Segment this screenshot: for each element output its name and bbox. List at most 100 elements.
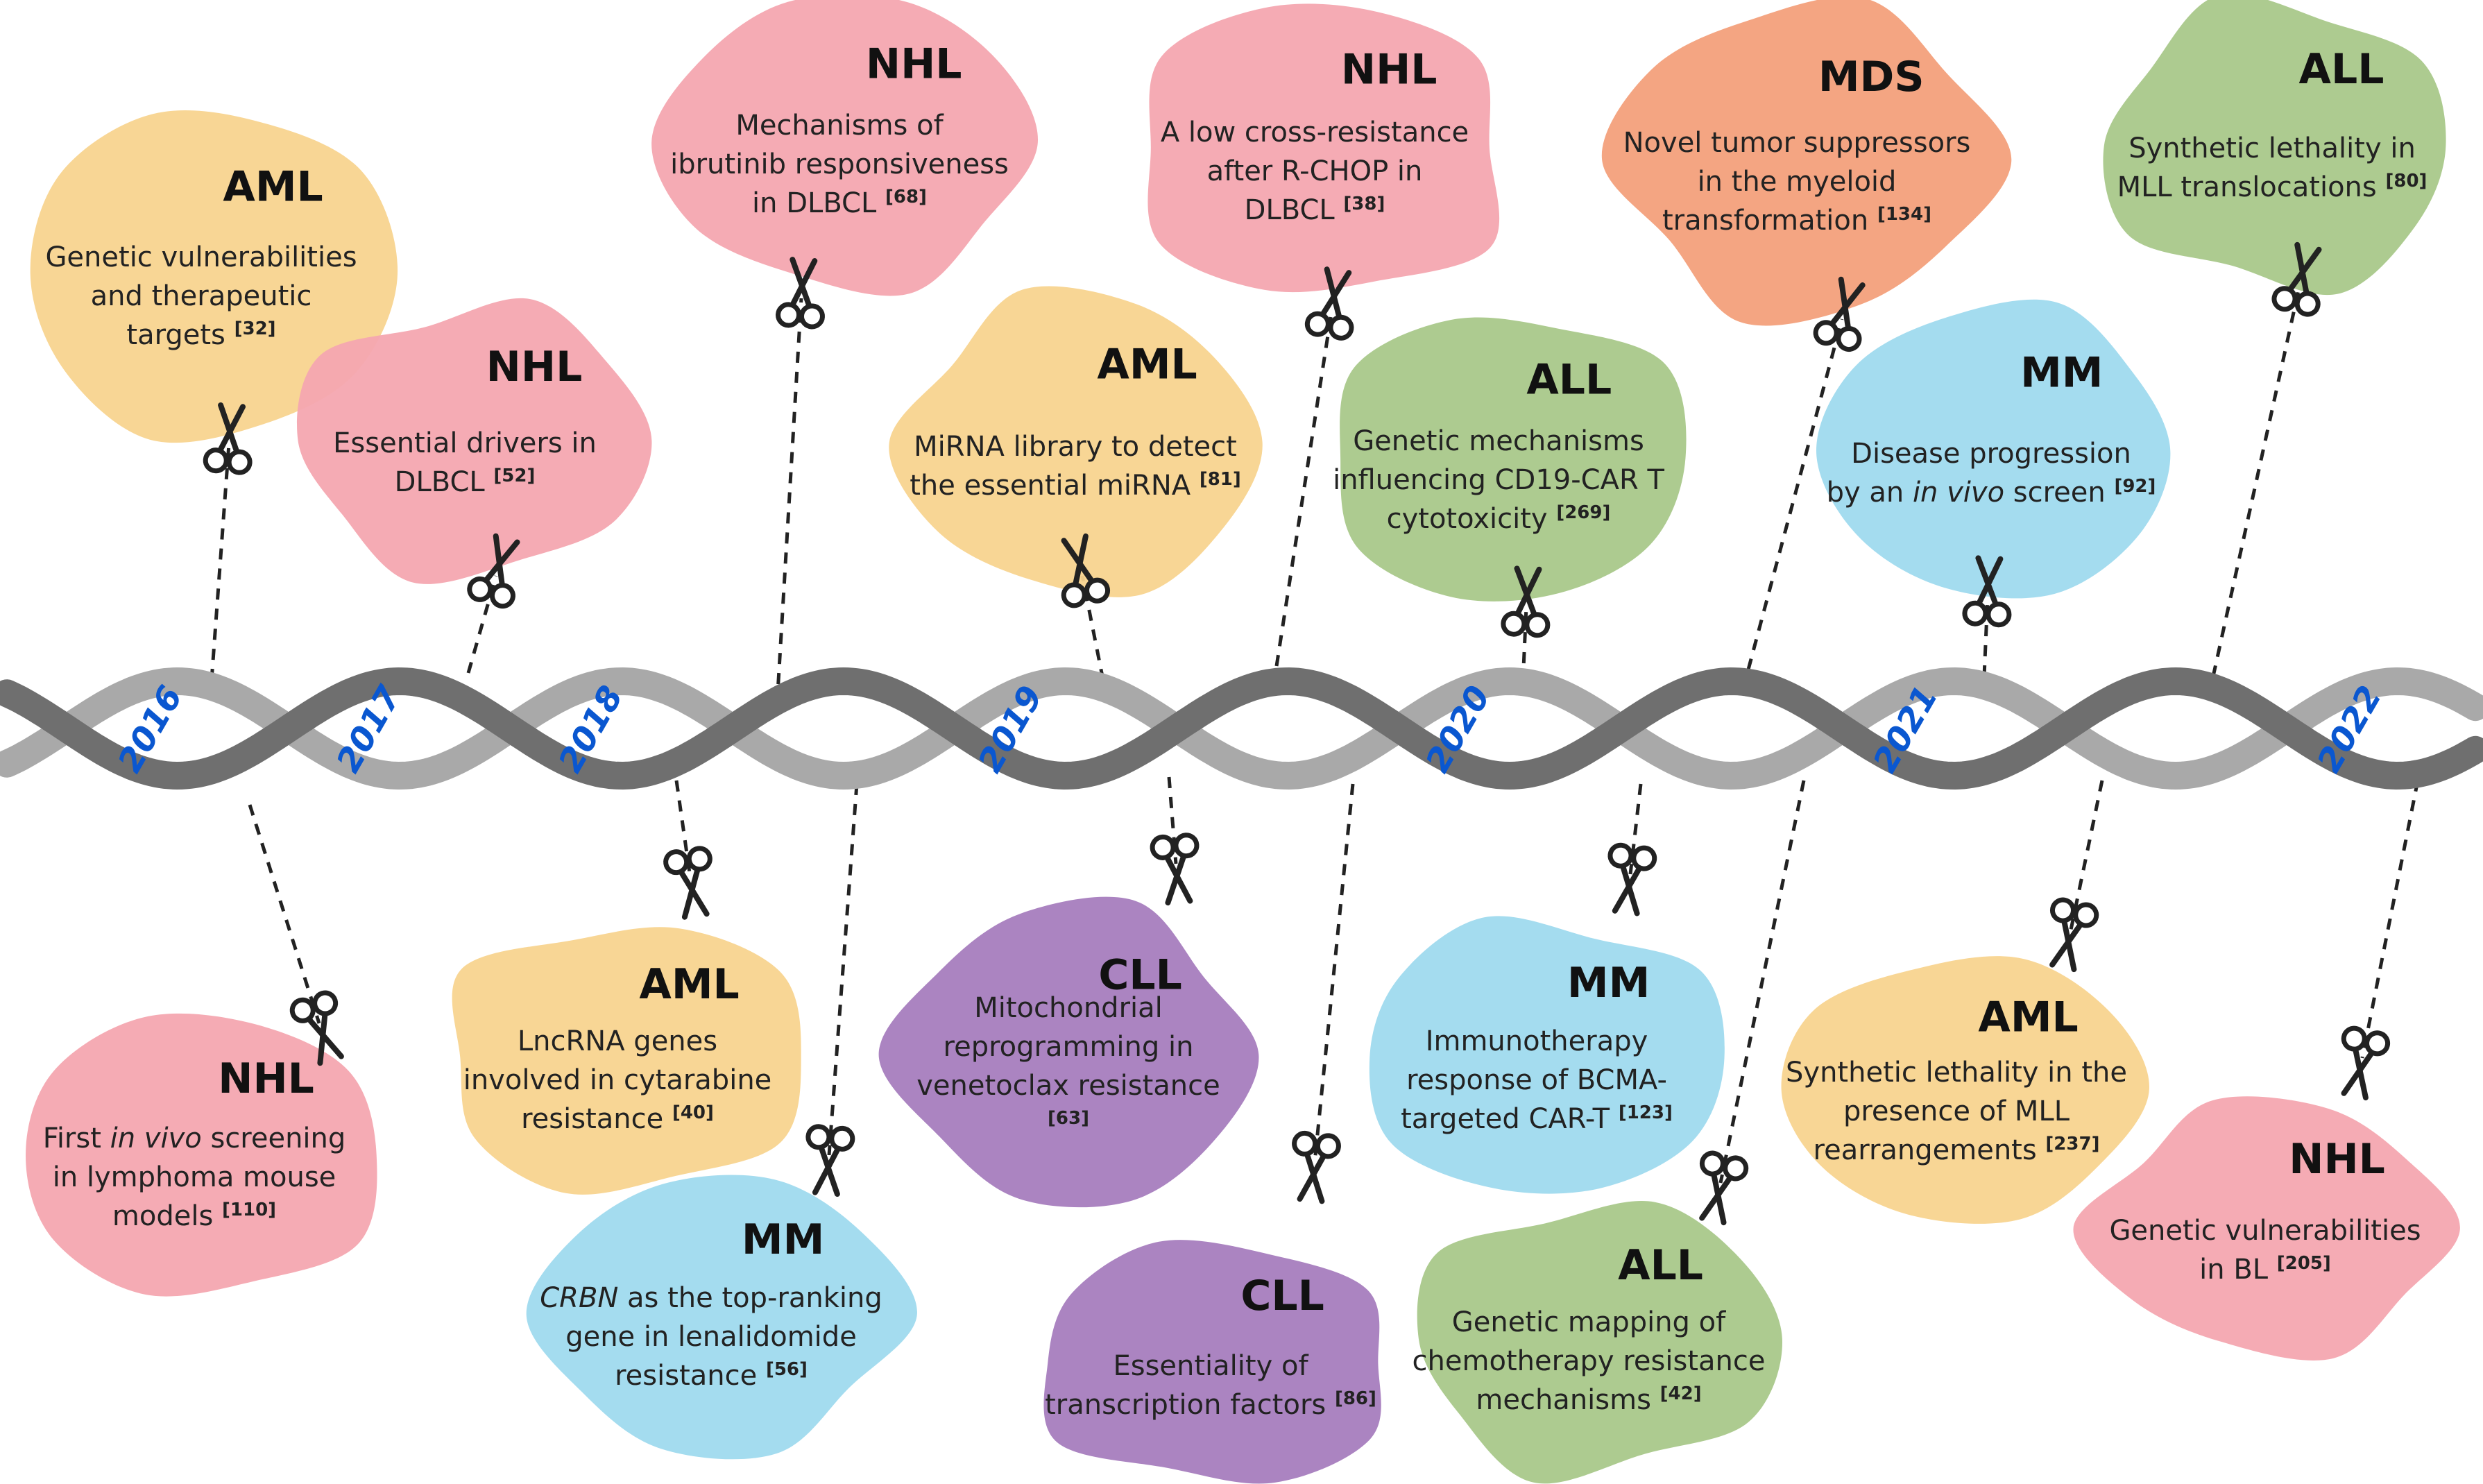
- card-nhl-2022: NHL Genetic vulnerabilities in BL [205]: [2073, 1025, 2460, 1361]
- card-disease-label: NHL: [2289, 1135, 2385, 1184]
- card-disease-label: AML: [223, 162, 323, 211]
- card-text-line: rearrangements [237]: [1814, 1134, 2100, 1166]
- card-text-line: Essential drivers in: [333, 427, 597, 459]
- card-blob: [452, 927, 801, 1195]
- scissors-icon: [1962, 555, 2012, 628]
- card-text-line: A low cross-resistance: [1161, 117, 1469, 148]
- card-text-line: resistance [56]: [615, 1359, 808, 1392]
- scissors-icon: [805, 1124, 855, 1197]
- card-disease-label: MM: [2020, 349, 2103, 398]
- card-blob: [30, 110, 398, 443]
- card-text-line: chemotherapy resistance: [1413, 1345, 1766, 1377]
- card-text-line: Synthetic lethality in: [2128, 133, 2416, 164]
- card-all-2021: ALL Synthetic lethality in MLL translocati…: [2103, 0, 2446, 317]
- scissors-icon: [663, 846, 713, 920]
- connector-aml-2021: [2069, 780, 2104, 930]
- card-text-line: transcription factors [86]: [1045, 1388, 1376, 1421]
- card-text-line: by an in vivo screen [92]: [1827, 476, 2156, 509]
- card-disease-label: CLL: [1098, 950, 1182, 999]
- card-text-line: Genetic mapping of: [1452, 1306, 1726, 1338]
- scissors-icon: [1304, 266, 1354, 341]
- card-disease-label: AML: [1097, 340, 1197, 389]
- card-all-2020b: ALL Genetic mapping of chemotherapy resist…: [1413, 1150, 1783, 1484]
- card-disease-label: MM: [742, 1216, 824, 1264]
- connector-mds-2020: [1746, 318, 1844, 670]
- card-disease-label: ALL: [1526, 356, 1612, 404]
- card-mm-2020: MM Immunotherapy response of BCMA-targeted…: [1369, 842, 1725, 1194]
- card-text-line: in BL [205]: [2199, 1253, 2331, 1286]
- card-text-line: response of BCMA-: [1406, 1064, 1667, 1096]
- card-text-line: ibrutinib responsiveness: [670, 148, 1009, 180]
- card-mm-2021: MM Disease progression by an in vivo scree…: [1816, 299, 2171, 628]
- card-text-line: cytotoxicity [269]: [1387, 502, 1611, 535]
- connector-all-2021: [2211, 284, 2302, 677]
- card-text-line: in lymphoma mouse: [53, 1161, 336, 1193]
- card-text-line: Essentiality of: [1113, 1350, 1308, 1382]
- card-blob: [2103, 0, 2446, 295]
- card-text-line: Genetic mechanisms: [1353, 425, 1644, 457]
- card-nhl-2018: NHL Mechanisms of ibrutinib responsiveness…: [651, 0, 1038, 330]
- card-text-line: mechanisms [42]: [1476, 1383, 1701, 1416]
- card-text-line: venetoclax resistance: [916, 1070, 1220, 1102]
- scissors-icon: [1501, 565, 1551, 638]
- card-blob: [878, 896, 1259, 1208]
- card-blob: [1147, 3, 1500, 293]
- card-blob: [1601, 0, 2012, 326]
- card-disease-label: MM: [1567, 959, 1650, 1007]
- card-text-line: DLBCL [52]: [395, 466, 536, 498]
- card-disease-label: NHL: [866, 40, 962, 89]
- scissors-icon: [1699, 1150, 1749, 1226]
- card-blob: [1417, 1201, 1783, 1484]
- card-text-line: MiRNA library to detect: [914, 431, 1237, 463]
- card-text-line: Genetic vulnerabilities: [45, 241, 357, 273]
- card-disease-label: AML: [1978, 993, 2078, 1041]
- card-text-line: CRBN as the top-ranking: [540, 1282, 882, 1314]
- card-text-line: reprogramming in: [944, 1031, 1194, 1063]
- card-text-line: gene in lenalidomide: [565, 1321, 857, 1353]
- card-text-line: presence of MLL: [1843, 1095, 2070, 1127]
- scissors-icon: [1607, 842, 1657, 916]
- card-blob: [1816, 299, 2171, 599]
- card-text-line: Mechanisms of: [735, 110, 944, 142]
- connector-nhl-2016: [248, 804, 321, 1024]
- connector-nhl-2022: [2360, 780, 2420, 1059]
- card-text-line: in DLBCL [68]: [752, 187, 927, 219]
- card-disease-label: ALL: [2299, 45, 2384, 94]
- scissors-icon: [467, 533, 520, 609]
- card-text-line: Genetic vulnerabilities: [2109, 1215, 2421, 1247]
- card-text-line: the essential miRNA [81]: [910, 469, 1241, 502]
- connector-mm-2020: [1628, 783, 1643, 875]
- card-mm-2018: MM CRBN as the top-ranking gene in lenalid…: [526, 1124, 917, 1460]
- card-nhl-2016: NHL First in vivo screening in lymphoma mo…: [25, 990, 377, 1297]
- card-disease-label: NHL: [218, 1055, 314, 1103]
- scissors-icon: [776, 257, 825, 330]
- card-text-line: Mitochondrial: [974, 992, 1163, 1024]
- dna-helix-timeline: [0, 667, 2483, 790]
- connector-cll-2019a: [1167, 776, 1178, 864]
- card-blob: [1043, 1240, 1381, 1484]
- connector-mm-2018: [827, 783, 859, 1156]
- card-text-line: MLL translocations [80]: [2117, 171, 2427, 203]
- card-text-line: [63]: [1048, 1108, 1089, 1129]
- scissors-icon: [203, 402, 253, 475]
- card-disease-label: ALL: [1618, 1241, 1703, 1290]
- scissors-icon: [2049, 897, 2099, 973]
- card-text-line: First in vivo screening: [43, 1123, 346, 1154]
- card-text-line: Immunotherapy: [1426, 1025, 1648, 1057]
- card-text-line: Disease progression: [1851, 438, 2131, 470]
- connector-cll-2019b: [1313, 783, 1355, 1163]
- card-text-line: DLBCL [38]: [1245, 194, 1385, 226]
- card-disease-label: NHL: [1341, 45, 1437, 94]
- card-text-line: targeted CAR-T [123]: [1401, 1102, 1673, 1135]
- card-text-line: targets [32]: [126, 318, 275, 351]
- card-disease-label: MDS: [1818, 53, 1925, 101]
- card-blob: [526, 1175, 917, 1460]
- card-text-line: in the myeloid: [1698, 166, 1897, 198]
